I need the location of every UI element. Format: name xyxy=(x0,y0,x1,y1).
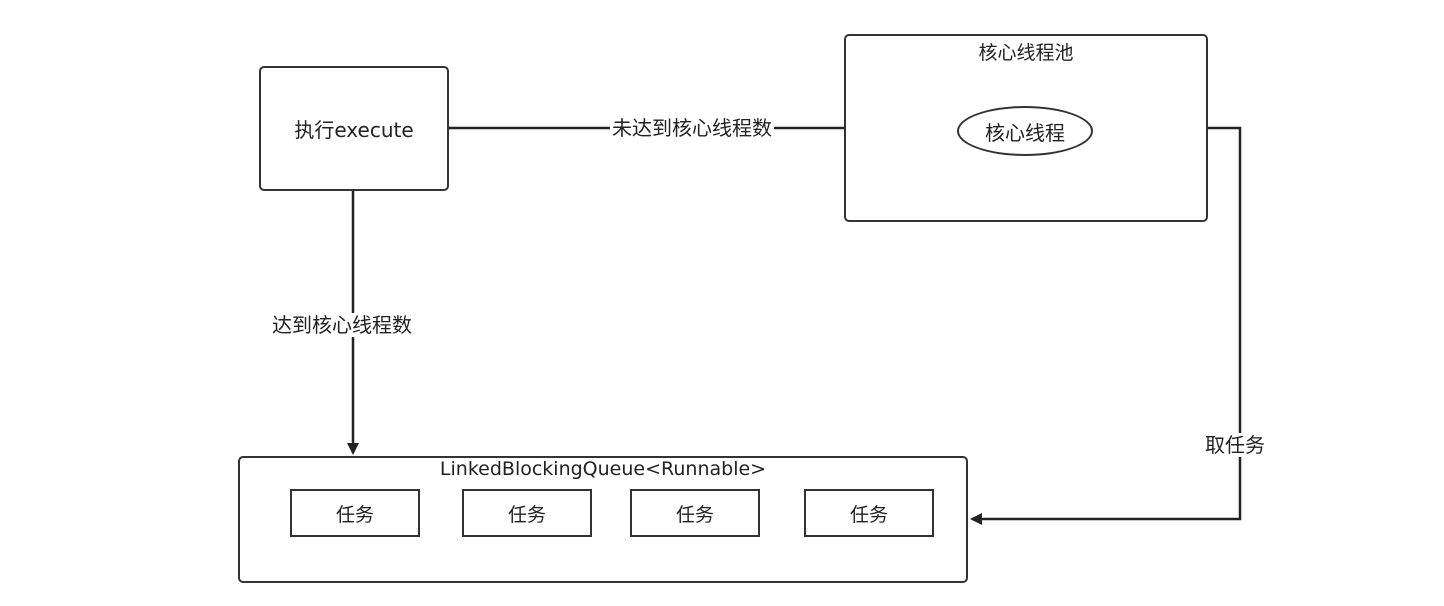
task-label: 任务 xyxy=(675,503,714,526)
task-box: 任务 xyxy=(462,489,592,537)
task-label: 任务 xyxy=(335,503,374,526)
task-box: 任务 xyxy=(804,489,934,537)
edge-label-not-reached: 未达到核心线程数 xyxy=(610,116,774,140)
pool-title: 核心线程池 xyxy=(978,42,1074,64)
task-box: 任务 xyxy=(290,489,420,537)
execute-node: 执行execute xyxy=(259,66,449,191)
edge-label-take-task: 取任务 xyxy=(1203,433,1267,457)
task-label: 任务 xyxy=(849,503,888,526)
task-box: 任务 xyxy=(630,489,760,537)
task-label: 任务 xyxy=(507,503,546,526)
execute-label: 执行execute xyxy=(294,118,414,142)
edge-label-reached: 达到核心线程数 xyxy=(270,313,414,337)
core-thread-label: 核心线程 xyxy=(985,120,1065,145)
queue-title: LinkedBlockingQueue<Runnable> xyxy=(439,458,767,480)
core-thread-node: 核心线程 xyxy=(957,106,1093,156)
edge-take-task xyxy=(970,126,1242,525)
